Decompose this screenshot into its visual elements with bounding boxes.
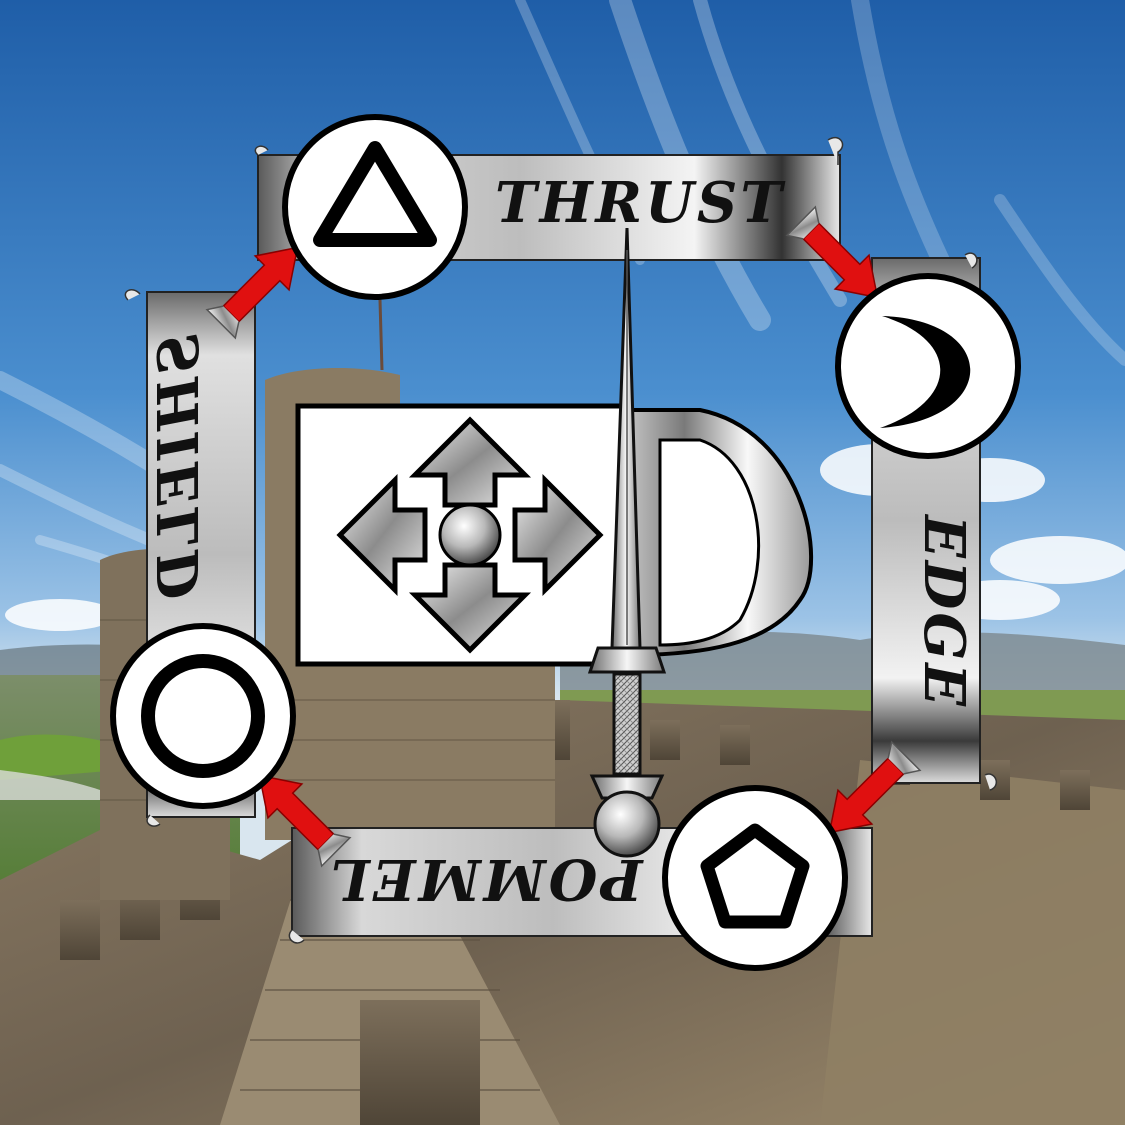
arrow-pommel-to-shield <box>258 774 352 868</box>
wispy-clouds <box>0 0 1125 615</box>
sword-grip <box>612 672 642 776</box>
label-shield: SHIELD <box>146 334 212 602</box>
castle-wall-right <box>820 760 1125 1125</box>
label-thrust: THRUST <box>495 170 786 236</box>
move-arrows-icon <box>336 416 604 654</box>
green-field <box>0 734 120 780</box>
pentagon-icon <box>700 823 810 929</box>
node-edge <box>835 273 1021 459</box>
triangle-icon <box>313 141 437 247</box>
cycle-arrows <box>205 205 922 868</box>
node-pommel <box>662 785 848 971</box>
circle-icon <box>141 654 265 778</box>
label-pommel: POMMEL <box>328 846 645 912</box>
label-edge: EDGE <box>911 513 977 709</box>
sword-icon <box>587 227 667 858</box>
flagpole <box>378 299 384 371</box>
arrow-thrust-to-edge <box>785 205 879 299</box>
arrow-shield-to-thrust <box>205 246 299 340</box>
arrow-edge-to-pommel <box>828 740 922 834</box>
node-thrust <box>282 114 468 300</box>
sword-pommel <box>593 790 661 858</box>
sword-crossguard <box>587 646 667 674</box>
center-emblem <box>295 227 814 858</box>
crescent-icon <box>880 316 971 428</box>
node-shield <box>110 623 296 809</box>
village <box>0 770 100 800</box>
axe-blade-icon <box>598 408 814 657</box>
